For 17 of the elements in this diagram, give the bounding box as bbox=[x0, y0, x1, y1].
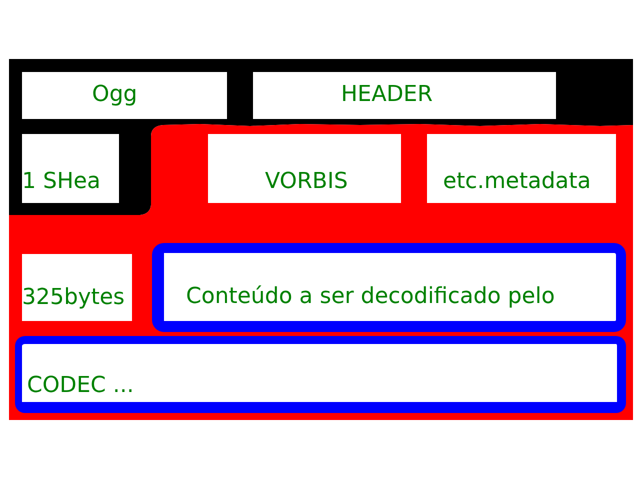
box-label: Ogg bbox=[92, 82, 138, 108]
box-label: CODEC ... bbox=[27, 373, 134, 399]
payload-box bbox=[15, 336, 626, 413]
payload-box bbox=[152, 243, 626, 332]
field-box bbox=[22, 134, 119, 203]
field-box bbox=[208, 134, 401, 203]
box-label: Conteúdo a ser decodificado pelo bbox=[186, 284, 555, 310]
box-label: HEADER bbox=[341, 82, 433, 108]
field-box bbox=[427, 134, 616, 203]
box-label: etc.metadata bbox=[443, 169, 591, 195]
field-box bbox=[22, 254, 132, 321]
box-label: VORBIS bbox=[265, 169, 348, 195]
content-region bbox=[9, 124, 633, 420]
field-box bbox=[22, 72, 227, 119]
field-box bbox=[253, 72, 556, 119]
box-label: 325bytes bbox=[22, 285, 125, 311]
box-label: 1 SHea bbox=[22, 169, 101, 195]
